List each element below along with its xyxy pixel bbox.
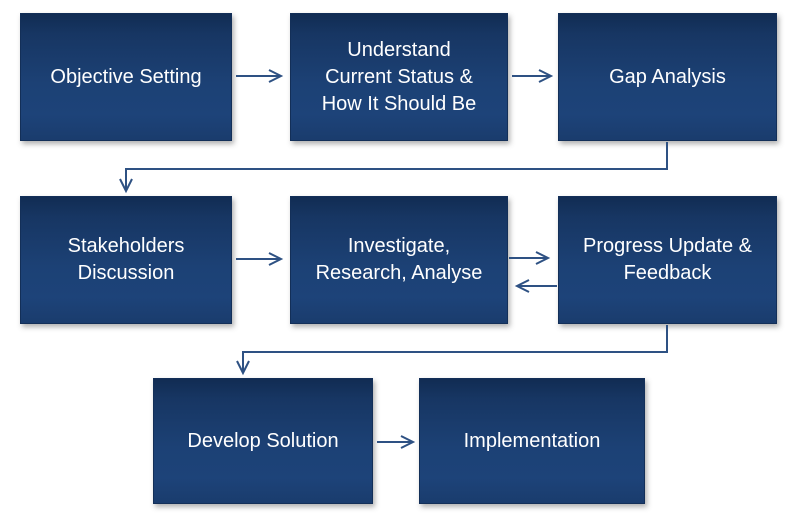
connector-gap-to-stakeholders (119, 142, 668, 194)
flow-box-understand-current-status: Understand Current Status & How It Shoul… (290, 13, 508, 141)
connector-progress-to-develop (236, 325, 668, 376)
flow-box-gap-analysis: Gap Analysis (558, 13, 777, 141)
flow-box-progress-update-feedback: Progress Update & Feedback (558, 196, 777, 324)
flow-box-stakeholders-discussion: Stakeholders Discussion (20, 196, 232, 324)
flow-box-develop-solution: Develop Solution (153, 378, 373, 504)
flow-box-investigate-research-analyse: Investigate, Research, Analyse (290, 196, 508, 324)
flow-box-objective-setting: Objective Setting (20, 13, 232, 141)
flow-box-implementation: Implementation (419, 378, 645, 504)
